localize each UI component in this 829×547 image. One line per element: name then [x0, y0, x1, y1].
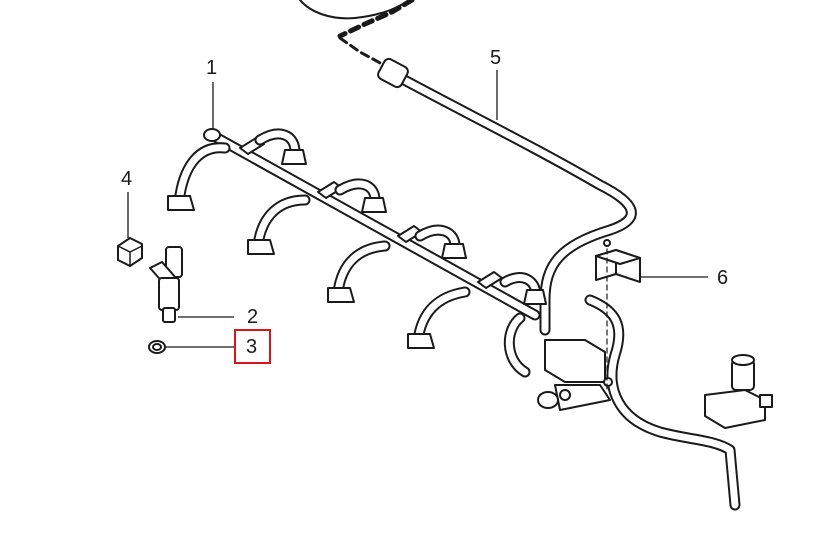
- leader-lines: [127, 70, 708, 348]
- callout-3[interactable]: 3: [246, 336, 257, 358]
- bracket-part-6: [595, 239, 641, 391]
- callout-4[interactable]: 4: [121, 168, 132, 190]
- solenoid-valve: [704, 354, 773, 429]
- callout-labels: 1 2 3 4 5 6: [121, 47, 728, 364]
- callout-5[interactable]: 5: [490, 47, 501, 69]
- callout-2[interactable]: 2: [247, 306, 258, 328]
- engine-cover-outline: [299, 0, 415, 66]
- fuel-rail: [203, 128, 541, 321]
- o-ring-part-3: [148, 340, 166, 354]
- fuel-pipe: [377, 57, 741, 511]
- pressure-regulator: [503, 312, 613, 411]
- injector-part-2: [149, 246, 183, 323]
- injector-harness: [167, 128, 547, 349]
- callout-3-highlight-box: [234, 329, 271, 364]
- cap-part-4: [117, 237, 143, 267]
- callout-1[interactable]: 1: [206, 57, 217, 79]
- callout-6[interactable]: 6: [717, 267, 728, 289]
